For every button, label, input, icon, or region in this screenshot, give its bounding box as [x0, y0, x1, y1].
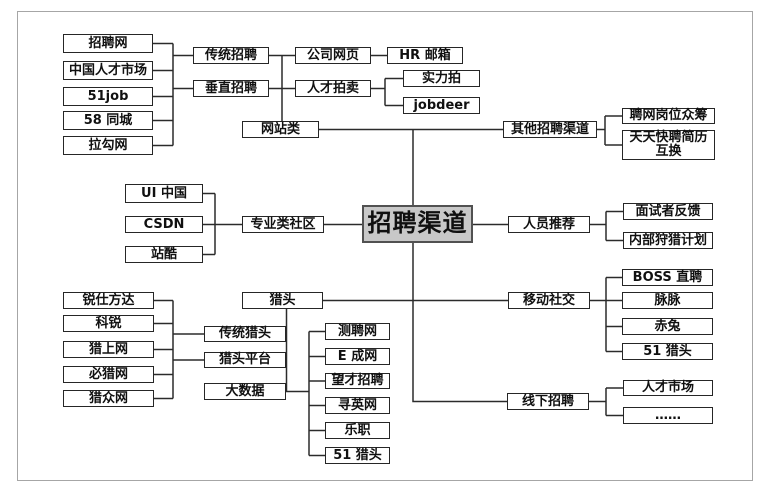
node-chitu: 赤兔 — [622, 318, 713, 335]
node-biliewang: 必猎网 — [63, 366, 154, 383]
node-zhaopinwang: 招聘网 — [63, 34, 153, 53]
node-wangcai-zhaopin: 望才招聘 — [325, 373, 390, 389]
node-lagou: 拉勾网 — [63, 136, 153, 155]
node-51lietou-bigdata: 51 猎头 — [325, 447, 390, 464]
node-traditional-recruiting: 传统招聘 — [193, 47, 269, 64]
node-maimai: 脉脉 — [622, 292, 713, 309]
node-xunyingwang: 寻英网 — [325, 397, 390, 414]
node-ui-china: UI 中国 — [125, 184, 203, 203]
node-vertical-recruiting: 垂直招聘 — [193, 80, 269, 97]
node-kerui: 科锐 — [63, 315, 154, 332]
node-51job: 51job — [63, 87, 153, 106]
node-echengwang: E 成网 — [325, 348, 390, 365]
node-csdn: CSDN — [125, 216, 203, 233]
node-website-category: 网站类 — [242, 121, 319, 138]
node-shilipai: 实力拍 — [403, 70, 480, 87]
node-liezhongwang: 猎众网 — [63, 390, 154, 407]
node-china-talent-market: 中国人才市场 — [63, 61, 153, 80]
node-jobdeer: jobdeer — [403, 97, 480, 114]
node-pinwang-crowdfunding: 聘网岗位众筹 — [622, 108, 715, 124]
node-traditional-headhunting: 传统猎头 — [204, 326, 286, 342]
node-51lietou-social: 51 猎头 — [622, 343, 713, 360]
node-internal-hunting-plan: 内部狩猎计划 — [623, 232, 713, 249]
node-professional-communities: 专业类社区 — [242, 216, 324, 233]
node-talent-auction: 人才拍卖 — [295, 80, 371, 97]
node-recruitment-channels-root: 招聘渠道 — [362, 205, 473, 243]
node-headhunting-platform: 猎头平台 — [204, 352, 286, 368]
node-cepinwang: 测聘网 — [325, 323, 390, 340]
node-tiantian-resume-swap: 天天快聘简历互换 — [622, 130, 715, 160]
node-referral: 人员推荐 — [508, 216, 590, 233]
node-headhunting: 猎头 — [242, 292, 323, 309]
node-risfond: 锐仕方达 — [63, 292, 154, 309]
node-boss-zhipin: BOSS 直聘 — [622, 269, 713, 286]
node-hr-mailbox: HR 邮箱 — [387, 47, 463, 64]
node-zcool: 站酷 — [125, 246, 203, 263]
node-offline-recruiting: 线下招聘 — [507, 393, 589, 410]
node-lieshangwang: 猎上网 — [63, 341, 154, 358]
node-mobile-social: 移动社交 — [508, 292, 590, 309]
node-talent-market: 人才市场 — [623, 380, 713, 396]
node-58tongcheng: 58 同城 — [63, 111, 153, 130]
node-company-webpage: 公司网页 — [295, 47, 371, 64]
node-big-data: 大数据 — [204, 383, 286, 400]
node-lezhi: 乐职 — [325, 422, 390, 439]
node-interviewer-feedback: 面试者反馈 — [623, 203, 713, 220]
node-ellipsis: …… — [623, 407, 713, 424]
node-other-channels: 其他招聘渠道 — [503, 121, 597, 138]
